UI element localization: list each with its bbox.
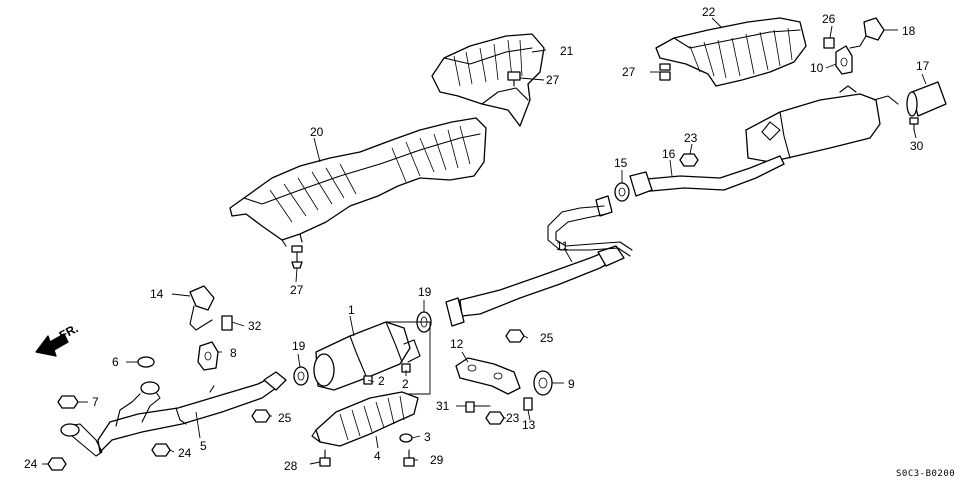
gasket-15 xyxy=(614,182,630,202)
lower-heat-shield-4 xyxy=(311,391,419,447)
callout-4: 4 xyxy=(374,449,381,463)
callout-25b: 25 xyxy=(540,331,554,345)
callout-26: 26 xyxy=(822,12,836,26)
callout-15: 15 xyxy=(614,156,628,170)
callout-24b: 24 xyxy=(178,446,192,460)
callout-30: 30 xyxy=(910,139,924,153)
rear-pipe-16 xyxy=(629,155,785,197)
drawing-code: S0C3-B0200 xyxy=(896,469,955,479)
callout-23a: 23 xyxy=(684,131,698,145)
callout-22: 22 xyxy=(702,5,716,19)
callout-10: 10 xyxy=(810,61,824,75)
callout-32: 32 xyxy=(248,319,262,333)
bracket-12 xyxy=(455,357,521,395)
callout-3: 3 xyxy=(424,430,431,444)
rubber-mount-8 xyxy=(197,341,219,371)
callout-31: 31 xyxy=(436,399,450,413)
callout-29: 29 xyxy=(430,453,444,467)
callout-labels: 1 2 2 3 4 5 6 7 8 9 10 11 12 13 14 15 16… xyxy=(24,5,930,473)
callout-13: 13 xyxy=(522,418,536,432)
callout-19b: 19 xyxy=(292,339,306,353)
callout-20: 20 xyxy=(310,125,324,139)
front-pipe-5 xyxy=(60,371,287,457)
callout-21: 21 xyxy=(560,44,574,58)
callout-28: 28 xyxy=(284,459,298,473)
catalytic-converter-1 xyxy=(313,321,421,391)
callout-27b: 27 xyxy=(546,73,560,87)
heat-shield-21 xyxy=(431,33,545,127)
sensor-14 xyxy=(189,285,215,331)
callout-11: 11 xyxy=(556,239,569,253)
callout-12: 12 xyxy=(450,337,464,351)
gasket-19-lower xyxy=(293,366,309,386)
callout-19a: 19 xyxy=(418,285,432,299)
callout-8: 8 xyxy=(230,346,237,360)
heat-shield-22 xyxy=(655,17,807,87)
callout-2b: 2 xyxy=(402,377,409,391)
callout-6: 6 xyxy=(112,355,119,369)
callout-17: 17 xyxy=(916,59,930,73)
callout-2a: 2 xyxy=(378,374,385,388)
gasket-9 xyxy=(533,370,553,396)
callout-7: 7 xyxy=(92,395,99,409)
callout-27a: 27 xyxy=(290,283,304,297)
center-pipe-11 xyxy=(445,195,633,327)
callout-27c: 27 xyxy=(622,65,636,79)
callout-bracket-2 xyxy=(386,321,431,395)
callout-23b: 23 xyxy=(506,411,520,425)
leader-lines xyxy=(42,17,927,465)
heat-shield-20 xyxy=(229,117,487,247)
callout-9: 9 xyxy=(568,377,575,391)
callout-16: 16 xyxy=(662,147,676,161)
callout-5: 5 xyxy=(200,439,207,453)
exhaust-tip-17 xyxy=(906,81,947,117)
callout-25a: 25 xyxy=(278,411,292,425)
callout-24a: 24 xyxy=(24,457,38,471)
callout-18: 18 xyxy=(902,24,916,38)
callout-14: 14 xyxy=(150,287,164,301)
rear-muffler xyxy=(745,85,899,163)
rubber-mount-10 xyxy=(835,45,853,75)
front-direction-marker: FR. xyxy=(35,321,80,357)
sensor-18 xyxy=(849,17,885,49)
callout-1: 1 xyxy=(348,303,355,317)
